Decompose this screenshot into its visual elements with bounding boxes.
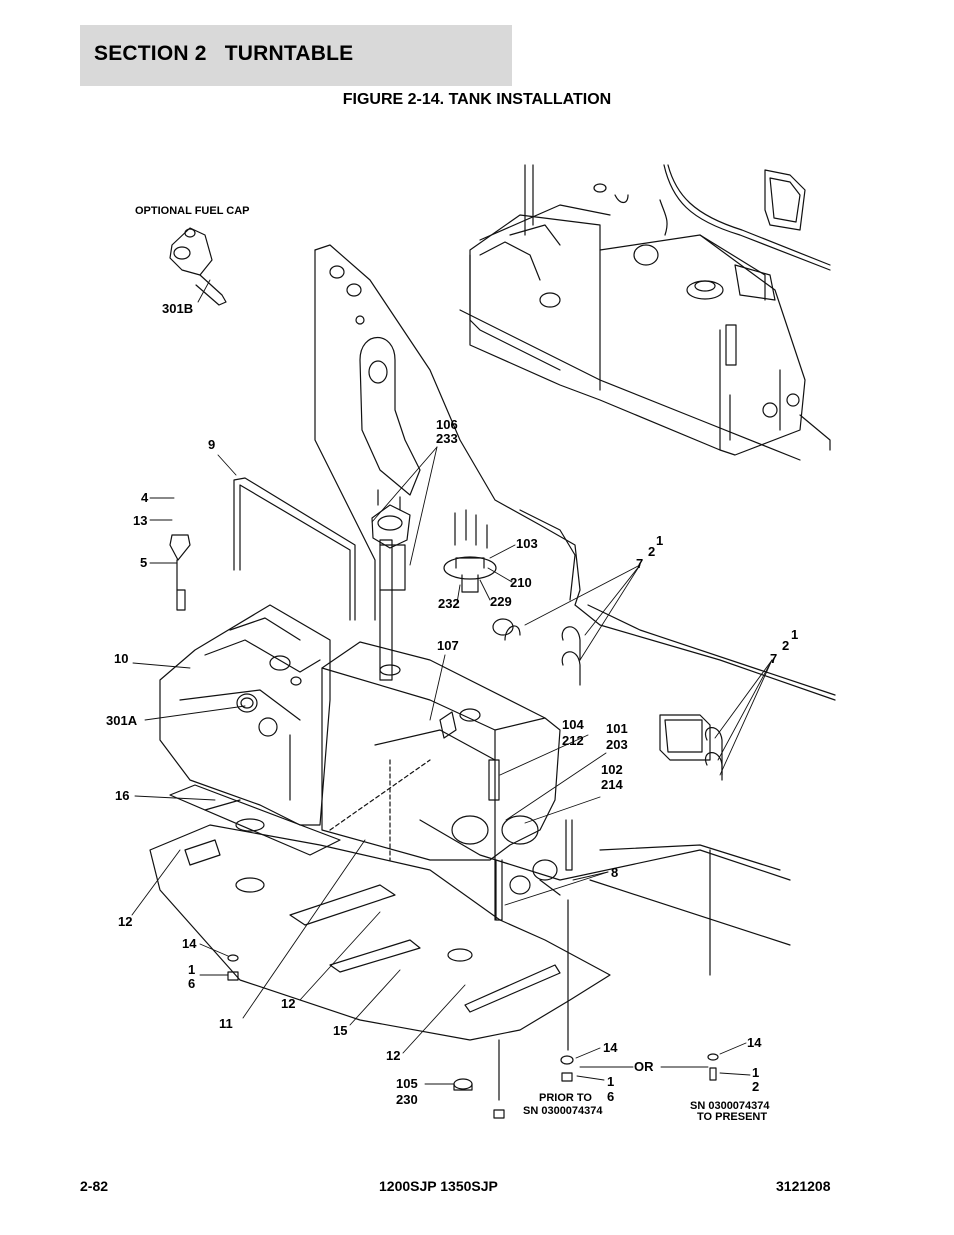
callout-14-prior: 14 xyxy=(603,1040,618,1055)
callout-107: 107 xyxy=(437,638,459,653)
note-prior-to: PRIOR TO xyxy=(539,1092,592,1104)
note-to-present: TO PRESENT xyxy=(697,1111,768,1123)
return-filter-assembly xyxy=(371,489,514,681)
callout-105: 105 xyxy=(396,1076,418,1091)
machine-background-assembly xyxy=(459,164,831,461)
callout-212: 212 xyxy=(562,733,584,748)
callout-16: 16 xyxy=(115,788,130,803)
callout-13: 13 xyxy=(133,513,148,528)
callout-104: 104 xyxy=(562,717,584,732)
callout-214: 214 xyxy=(601,777,623,792)
callout-203: 203 xyxy=(606,737,628,752)
callout-1-right: 1 xyxy=(791,627,799,642)
callout-210: 210 xyxy=(510,575,532,590)
callout-7-upper: 7 xyxy=(636,556,644,571)
callout-optional-fuel-cap: OPTIONAL FUEL CAP xyxy=(135,205,250,217)
callout-14-left: 14 xyxy=(182,936,197,951)
mounting-hardware xyxy=(227,899,719,1119)
callout-301b: 301B xyxy=(162,301,194,316)
callout-1-upper: 1 xyxy=(656,533,664,548)
callout-233: 233 xyxy=(436,431,458,446)
callout-4: 4 xyxy=(141,490,149,505)
callout-15: 15 xyxy=(333,1023,348,1038)
page-number: 2-82 xyxy=(80,1178,109,1194)
fuel-tank-10 xyxy=(159,604,331,826)
callout-16-left-1: 1 xyxy=(188,962,196,977)
callout-12-present-1: 1 xyxy=(752,1065,760,1080)
section-header: SECTION 2 TURNTABLE xyxy=(80,25,512,86)
callout-7-right: 7 xyxy=(770,651,778,666)
leader-lines xyxy=(131,279,773,1085)
note-present-serial: SN 0300074374 xyxy=(690,1100,770,1112)
tank-straps xyxy=(169,477,723,921)
tank-installation-drawing xyxy=(131,164,836,1119)
callout-2-upper: 2 xyxy=(648,544,656,559)
callout-12-left: 12 xyxy=(118,914,133,929)
note-prior-serial: SN 0300074374 xyxy=(523,1105,603,1117)
frame-structure xyxy=(419,819,791,976)
figure-title: FIGURE 2-14. TANK INSTALLATION xyxy=(342,91,612,108)
callout-229: 229 xyxy=(490,594,512,609)
callout-14-present: 14 xyxy=(747,1035,762,1050)
mounting-pad-15 xyxy=(149,784,611,1041)
callout-12-middle: 12 xyxy=(281,996,296,1011)
callout-11: 11 xyxy=(219,1016,233,1031)
callout-10: 10 xyxy=(114,651,129,666)
callout-2-right: 2 xyxy=(782,638,790,653)
model-numbers: 1200SJP 1350SJP xyxy=(379,1178,498,1194)
optional-fuel-cap xyxy=(169,227,227,306)
callout-230: 230 xyxy=(396,1092,418,1107)
callout-9: 9 xyxy=(208,437,216,452)
callout-16-left-6: 6 xyxy=(188,976,196,991)
section-title: SECTION 2 TURNTABLE xyxy=(94,42,354,65)
callout-5: 5 xyxy=(140,555,148,570)
callout-103: 103 xyxy=(516,536,538,551)
callout-12-present-2: 2 xyxy=(752,1079,760,1094)
mounting-plate xyxy=(314,244,836,701)
callout-12-lower: 12 xyxy=(386,1048,401,1063)
callout-101: 101 xyxy=(606,721,628,736)
callout-or: OR xyxy=(634,1059,654,1074)
callout-232: 232 xyxy=(438,596,460,611)
callout-8: 8 xyxy=(611,865,619,880)
callout-102: 102 xyxy=(601,762,623,777)
callout-16-prior-1: 1 xyxy=(607,1074,615,1089)
callout-16-prior-6: 6 xyxy=(607,1089,615,1104)
callout-106: 106 xyxy=(436,417,458,432)
hydraulic-tank-11 xyxy=(321,641,561,921)
callout-301a: 301A xyxy=(106,713,138,728)
document-number: 3121208 xyxy=(776,1178,831,1194)
